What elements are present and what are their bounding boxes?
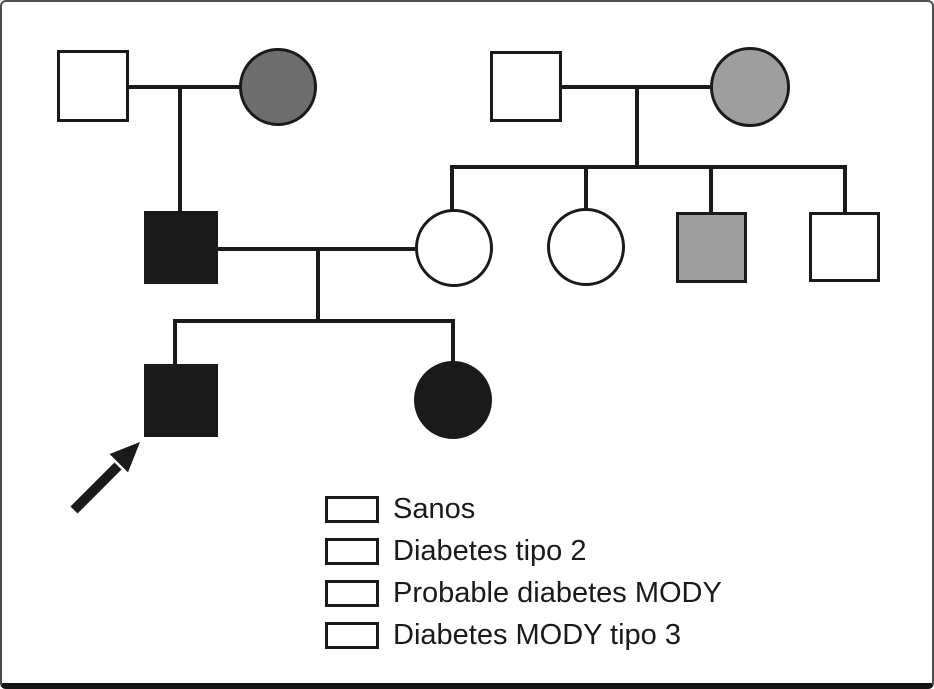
sibship-line-III xyxy=(173,319,455,323)
legend-label-tipo2: Diabetes tipo 2 xyxy=(393,534,587,567)
individual-I-1-healthy-male xyxy=(57,50,129,122)
legend-swatch-sanos xyxy=(325,495,379,523)
sib-drop-II-2 xyxy=(450,167,454,211)
legend-row-tipo2: Diabetes tipo 2 xyxy=(325,530,722,572)
sibship-line-right-family xyxy=(450,165,847,169)
descent-line-II xyxy=(316,249,320,321)
legend-label-mody3: Diabetes MODY tipo 3 xyxy=(393,618,681,651)
individual-II-3-healthy-female xyxy=(547,208,625,286)
individual-II-2-healthy-female xyxy=(415,209,493,287)
sib-drop-II-5 xyxy=(843,167,847,214)
legend-row-sanos: Sanos xyxy=(325,488,722,530)
legend-swatch-probable-mody xyxy=(325,579,379,607)
individual-I-3-healthy-male xyxy=(490,51,562,122)
legend-row-mody3: Diabetes MODY tipo 3 xyxy=(325,614,722,656)
sib-drop-II-4 xyxy=(709,167,713,214)
individual-I-2-probable-mody-female xyxy=(239,48,317,126)
descent-line-I-right xyxy=(635,87,639,167)
individual-III-2-mody3-female xyxy=(414,361,492,439)
legend-label-probable-mody: Probable diabetes MODY xyxy=(393,576,722,609)
individual-III-1-proband-mody3-male xyxy=(144,364,218,437)
individual-II-1-mody3-male xyxy=(144,211,218,284)
descent-line-I-left xyxy=(178,87,182,213)
legend-row-probable-mody: Probable diabetes MODY xyxy=(325,572,722,614)
legend: Sanos Diabetes tipo 2 Probable diabetes … xyxy=(325,488,722,656)
proband-arrow-icon xyxy=(70,442,140,514)
sib-drop-II-3 xyxy=(584,167,588,210)
sib-drop-III-1 xyxy=(173,321,177,364)
individual-II-4-type2-male xyxy=(676,212,747,283)
individual-I-4-type2-female xyxy=(710,47,790,127)
legend-swatch-mody3 xyxy=(325,621,379,649)
legend-label-sanos: Sanos xyxy=(393,492,476,525)
legend-swatch-tipo2 xyxy=(325,537,379,565)
couple-line-I-left xyxy=(129,85,240,89)
individual-II-5-healthy-male xyxy=(809,212,880,282)
sib-drop-III-2 xyxy=(451,321,455,361)
